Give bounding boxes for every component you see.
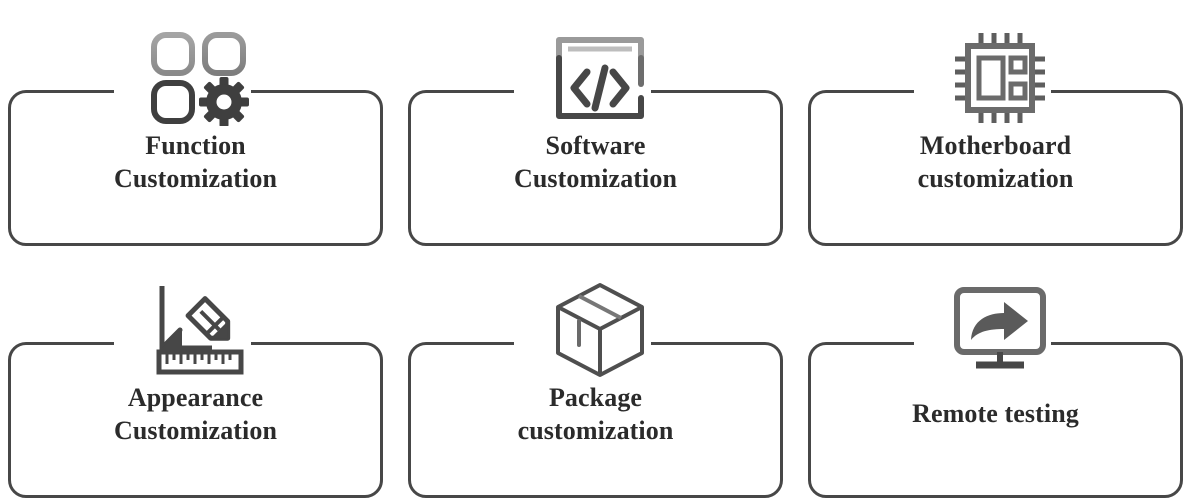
card-notch — [114, 86, 251, 95]
card-cell-package-customization: Package customization — [400, 252, 800, 504]
card-notch — [514, 338, 651, 347]
card-label-motherboard-customization: Motherboard customization — [917, 131, 1074, 193]
card-label-appearance-customization: Appearance Customization — [113, 383, 278, 445]
card-cell-remote-testing: Remote testing — [800, 252, 1200, 504]
card-cell-software-customization: Software Customization — [400, 0, 800, 252]
card-notch — [914, 338, 1051, 347]
card-label-software-customization: Software Customization — [513, 131, 678, 193]
card-label-package-customization: Package customization — [517, 383, 674, 445]
card-notch — [114, 338, 251, 347]
card-notch — [514, 86, 651, 95]
card-label-function-customization: Function Customization — [113, 131, 278, 193]
card-label-remote-testing: Remote testing — [912, 399, 1079, 428]
card-cell-function-customization: Function Customization — [0, 0, 400, 252]
card-notch — [914, 86, 1051, 95]
card-cell-motherboard-customization: Motherboard customization — [800, 0, 1200, 252]
card-cell-appearance-customization: Appearance Customization — [0, 252, 400, 504]
